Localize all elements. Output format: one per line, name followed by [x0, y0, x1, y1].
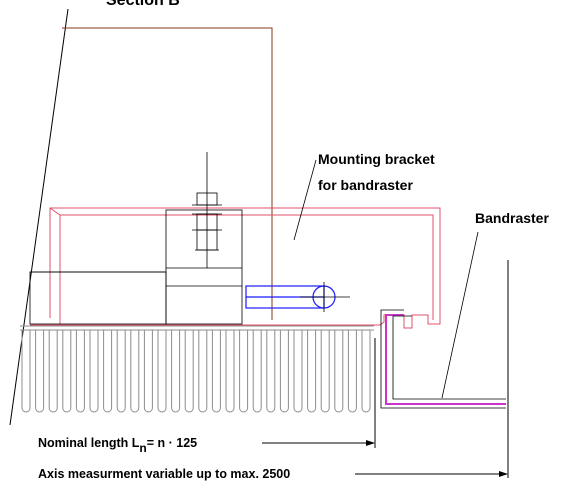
fin [171, 330, 181, 413]
nominal-length-subscript: n [139, 441, 146, 455]
nominal-length-formula: = n · 125 [147, 436, 197, 450]
bracket-label-line1: Mounting bracket [318, 151, 435, 167]
bandraster-label: Bandraster [475, 210, 549, 226]
fin [239, 330, 249, 413]
fin [225, 330, 235, 413]
fin [116, 330, 126, 413]
fin [21, 330, 31, 413]
bracket-leader [293, 159, 317, 241]
fin [48, 330, 58, 413]
bandraster-leader [441, 231, 479, 399]
axis-measurement-dimension: Axis measurment variable up to max. 2500 [38, 467, 508, 481]
fin [103, 330, 113, 413]
bandraster-profile [380, 309, 506, 409]
fin [75, 330, 85, 413]
fin [320, 330, 330, 413]
fin [252, 330, 262, 413]
mounting-block [29, 209, 243, 325]
fin [143, 330, 153, 413]
fin [361, 330, 371, 413]
axis-measurement-text: Axis measurment variable up to max. 2500 [38, 467, 290, 481]
fin [347, 330, 357, 413]
nominal-length-dimension: Nominal length Ln= n · 125 [38, 436, 375, 455]
fin [89, 330, 99, 413]
fin [35, 330, 45, 413]
section-title: Section B [106, 0, 180, 9]
fin [266, 330, 276, 413]
bracket-pin [245, 282, 350, 312]
fin [130, 330, 140, 413]
fin [184, 330, 194, 413]
svg-text:Nominal length Ln= n · 125: Nominal length Ln= n · 125 [38, 436, 197, 455]
fin [279, 330, 289, 413]
bracket-label-line2: for bandraster [318, 177, 413, 193]
fin [157, 330, 167, 413]
bolt-with-nut [192, 152, 222, 268]
section-frame [62, 27, 273, 320]
nominal-length-prefix: Nominal length L [38, 436, 140, 450]
fin [307, 330, 317, 413]
fin [334, 330, 344, 413]
mounting-bracket-outline [30, 207, 441, 329]
fin-profile [21, 330, 371, 413]
fin [211, 330, 221, 413]
section-cut-line [9, 8, 69, 426]
fin [62, 330, 72, 413]
fin [293, 330, 303, 413]
fin [198, 330, 208, 413]
